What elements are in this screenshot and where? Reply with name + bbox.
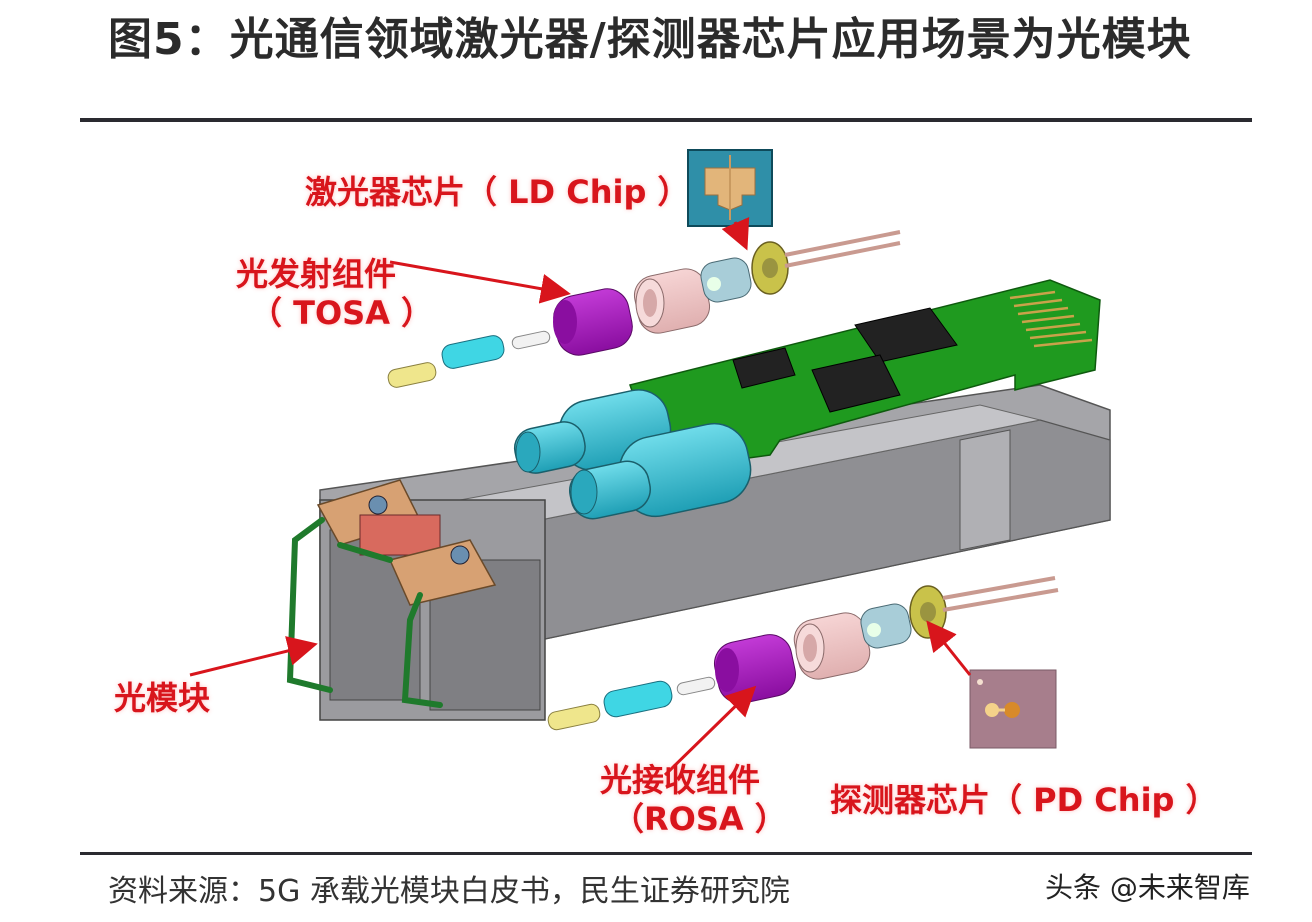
annotation-arrows <box>189 217 972 777</box>
label-tosa-cn: 光发射组件 <box>236 255 397 293</box>
source-note: 资料来源：5G 承载光模块白皮书，民生证券研究院 <box>108 874 790 909</box>
tosa-parts <box>387 230 901 388</box>
label-tosa-en: （ TOSA ） <box>250 294 434 332</box>
latch-top <box>316 479 441 556</box>
label-ld-chip: 激光器芯片（ LD Chip ） <box>305 173 690 211</box>
rosa-parts <box>547 576 1059 731</box>
bottom-divider <box>80 852 1252 855</box>
osa-lower <box>569 422 752 520</box>
figure-title: 图5：光通信领域激光器/探测器芯片应用场景为光模块 <box>108 14 1192 65</box>
pcb-board <box>629 279 1101 471</box>
top-divider <box>80 118 1252 122</box>
label-optical-module: 光模块 <box>114 679 211 717</box>
label-rosa-en: （ROSA ） <box>612 800 787 838</box>
ld-chip-image <box>687 149 773 227</box>
watermark: 头条 @未来智库 <box>1045 871 1250 904</box>
label-pd-chip: 探测器芯片（ PD Chip ） <box>830 781 1218 819</box>
pd-chip-image <box>969 669 1057 749</box>
bail-wire <box>286 517 443 708</box>
label-rosa-cn: 光接收组件 <box>600 761 761 799</box>
latch-bottom <box>388 539 497 606</box>
